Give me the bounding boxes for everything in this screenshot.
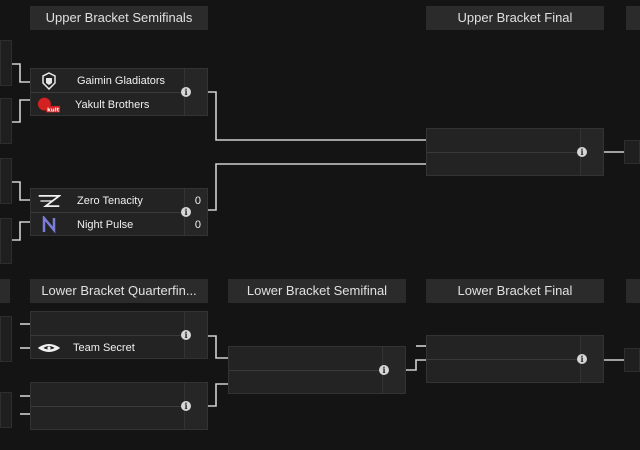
cut-match-left-3 — [0, 158, 12, 204]
info-icon[interactable]: i — [577, 147, 587, 157]
cut-match-left-5 — [0, 316, 12, 362]
match-lower-final[interactable]: i — [426, 335, 604, 383]
team-row[interactable] — [229, 347, 383, 371]
team-name: Night Pulse — [77, 218, 134, 231]
team-row[interactable] — [229, 371, 383, 394]
team-name: Zero Tenacity — [77, 194, 143, 207]
zero-tenacity-logo — [37, 191, 61, 211]
info-icon[interactable]: i — [181, 87, 191, 97]
team-row[interactable] — [427, 360, 581, 383]
match-upper-semifinal-1[interactable]: Gaimin Gladiators kult Yakult Brothers i — [30, 68, 208, 116]
team-row[interactable] — [427, 336, 581, 360]
info-icon[interactable]: i — [181, 207, 191, 217]
night-pulse-logo — [37, 215, 61, 235]
cut-header-right-2 — [626, 279, 640, 303]
cut-match-left-1 — [0, 40, 12, 86]
team-name: Yakult Brothers — [75, 98, 150, 111]
match-lower-quarterfinal-2[interactable]: i — [30, 382, 208, 430]
cut-match-right-1 — [624, 140, 640, 164]
header-lower-bracket-final: Lower Bracket Final — [426, 279, 604, 303]
yakult-brothers-logo: kult — [37, 95, 61, 115]
team-row[interactable]: Night Pulse — [31, 213, 185, 236]
svg-text:kult: kult — [47, 107, 59, 113]
match-upper-final[interactable]: i — [426, 128, 604, 176]
team-row[interactable]: Team Secret — [31, 336, 185, 359]
team-name: Team Secret — [73, 341, 135, 354]
team-row[interactable] — [31, 383, 185, 407]
info-icon[interactable]: i — [181, 401, 191, 411]
team-row[interactable] — [427, 153, 581, 176]
cut-header-right-1 — [626, 6, 640, 30]
team-row[interactable] — [427, 129, 581, 153]
cut-match-right-2 — [624, 348, 640, 372]
match-upper-semifinal-2[interactable]: Zero Tenacity Night Pulse 0 0 i — [30, 188, 208, 236]
team-secret-logo — [37, 338, 61, 358]
header-lower-bracket-quarterfinals: Lower Bracket Quarterfin... — [30, 279, 208, 303]
team-row[interactable]: Gaimin Gladiators — [31, 69, 185, 93]
header-upper-bracket-final: Upper Bracket Final — [426, 6, 604, 30]
cut-match-left-4 — [0, 218, 12, 264]
team-row[interactable] — [31, 312, 185, 336]
team-row[interactable] — [31, 407, 185, 430]
cut-header-left — [0, 279, 10, 303]
cut-match-left-6 — [0, 392, 12, 428]
cut-match-left-2 — [0, 98, 12, 144]
header-upper-bracket-semifinals: Upper Bracket Semifinals — [30, 6, 208, 30]
team-name: Gaimin Gladiators — [77, 74, 166, 87]
info-icon[interactable]: i — [181, 330, 191, 340]
team-row[interactable]: Zero Tenacity — [31, 189, 185, 213]
gaimin-gladiators-logo — [37, 71, 61, 91]
match-lower-semifinal[interactable]: i — [228, 346, 406, 394]
match-lower-quarterfinal-1[interactable]: Team Secret i — [30, 311, 208, 359]
info-icon[interactable]: i — [379, 365, 389, 375]
score-team2: 0 — [194, 219, 201, 231]
header-lower-bracket-semifinal: Lower Bracket Semifinal — [228, 279, 406, 303]
info-icon[interactable]: i — [577, 354, 587, 364]
score-team1: 0 — [194, 195, 201, 207]
team-row[interactable]: kult Yakult Brothers — [31, 93, 185, 116]
